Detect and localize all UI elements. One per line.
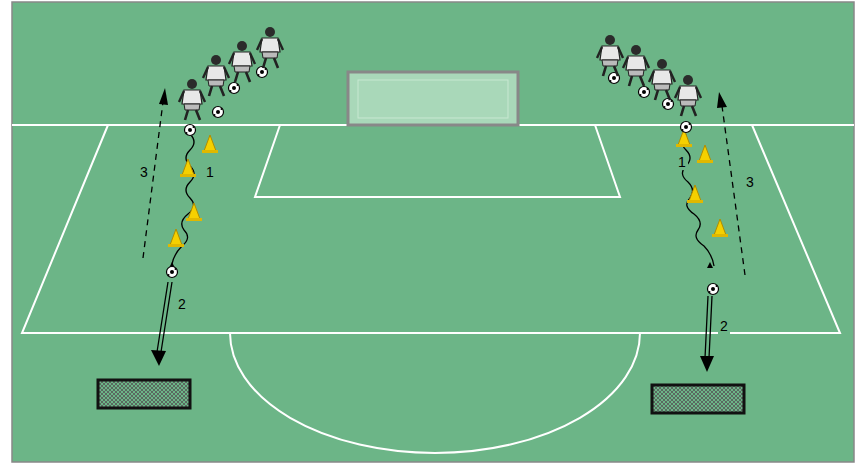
callout-number: 2 (176, 296, 188, 312)
callout-number: 3 (744, 174, 756, 190)
callout-number: 3 (138, 164, 150, 180)
callout-number: 1 (676, 154, 688, 170)
callout-number: 2 (718, 318, 730, 334)
callout-number: 1 (204, 164, 216, 180)
